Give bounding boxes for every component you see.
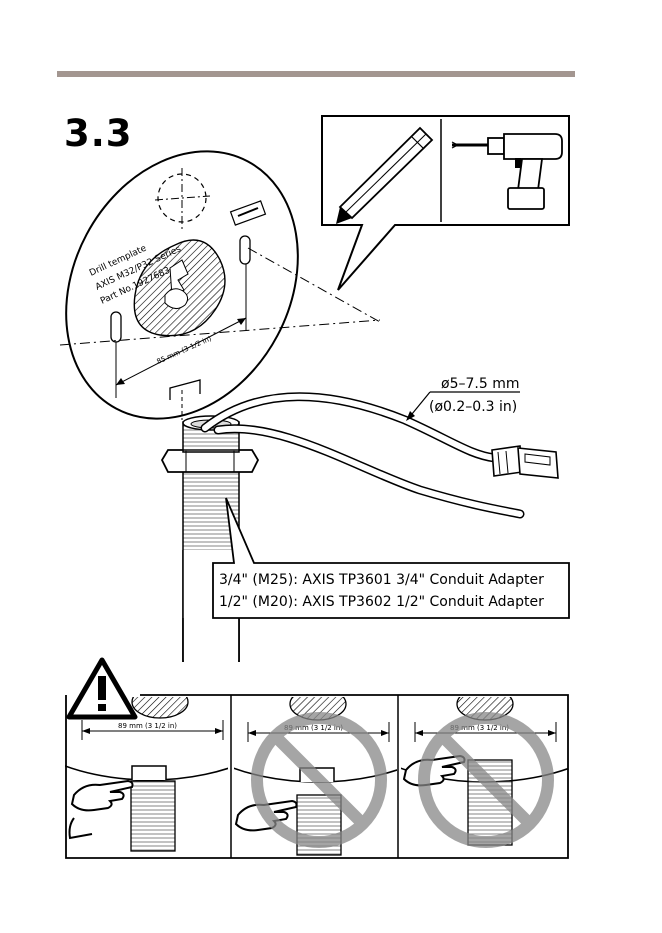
cable-diameter-mm: ø5–7.5 mm bbox=[441, 376, 519, 392]
pointing-hand-icon bbox=[70, 781, 133, 838]
panel-1-dimension: 89 mm (3 1/2 in) bbox=[118, 722, 177, 730]
template-slot-left bbox=[111, 312, 121, 342]
warning-icon bbox=[69, 660, 135, 717]
rj45-connector-icon bbox=[492, 446, 558, 478]
conduit-line1: 3/4" (M25): AXIS TP3601 3/4" Conduit Ada… bbox=[219, 572, 544, 588]
conduit-line2: 1/2" (M20): AXIS TP3602 1/2" Conduit Ada… bbox=[219, 594, 544, 610]
template-slot-right bbox=[240, 236, 250, 264]
cable-diameter-in: (ø0.2–0.3 in) bbox=[429, 399, 517, 415]
